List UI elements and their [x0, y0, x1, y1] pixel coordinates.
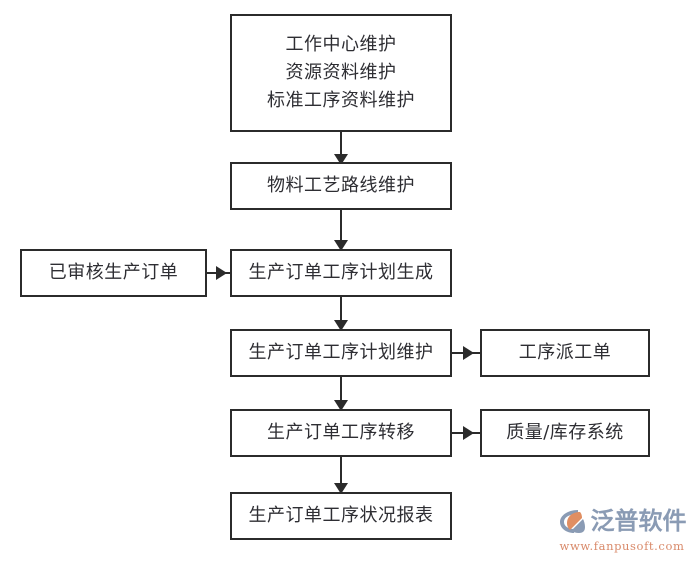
- arrowhead-down-icon: [334, 320, 348, 331]
- node-label: 已审核生产订单: [48, 261, 179, 283]
- arrowhead-down-icon: [334, 400, 348, 411]
- watermark-url-text: www.fanpusoft.com: [559, 539, 685, 553]
- node-operation-dispatch-order[interactable]: 工序派工单: [480, 329, 650, 377]
- node-material-routing-maintenance[interactable]: 物料工艺路线维护: [230, 162, 452, 210]
- fanpu-logo-icon: [558, 507, 588, 535]
- arrowhead-down-icon: [334, 483, 348, 494]
- arrowhead-right-icon: [463, 346, 474, 360]
- arrowhead-down-icon: [334, 154, 348, 165]
- node-label: 生产订单工序转移: [267, 421, 415, 443]
- node-operation-plan-maintenance[interactable]: 生产订单工序计划维护: [230, 329, 452, 377]
- node-operation-transfer[interactable]: 生产订单工序转移: [230, 409, 452, 457]
- node-operation-status-report[interactable]: 生产订单工序状况报表: [230, 492, 452, 540]
- node-quality-inventory-system[interactable]: 质量/库存系统: [480, 409, 650, 457]
- watermark-brand-row: 泛普软件: [558, 505, 687, 537]
- node-approved-production-order[interactable]: 已审核生产订单: [20, 249, 207, 297]
- watermark-logo: 泛普软件 www.fanpusoft.com: [556, 502, 688, 556]
- node-label: 物料工艺路线维护: [267, 174, 415, 196]
- node-base-data-maintenance[interactable]: 工作中心维护 资源资料维护 标准工序资料维护: [230, 14, 452, 132]
- node-label: 生产订单工序计划生成: [248, 261, 434, 283]
- arrowhead-right-icon: [463, 426, 474, 440]
- node-label: 工序派工单: [518, 341, 612, 363]
- node-label: 质量/库存系统: [506, 421, 624, 443]
- node-label: 生产订单工序状况报表: [248, 504, 434, 526]
- node-line-resource-data: 资源资料维护: [285, 61, 397, 83]
- node-line-standard-operation-data: 标准工序资料维护: [267, 90, 415, 112]
- arrowhead-right-icon: [216, 266, 227, 280]
- watermark-brand-text: 泛普软件: [590, 507, 687, 535]
- arrowhead-down-icon: [334, 240, 348, 251]
- node-label: 生产订单工序计划维护: [248, 341, 434, 363]
- node-operation-plan-generation[interactable]: 生产订单工序计划生成: [230, 249, 452, 297]
- node-line-work-center: 工作中心维护: [285, 33, 397, 55]
